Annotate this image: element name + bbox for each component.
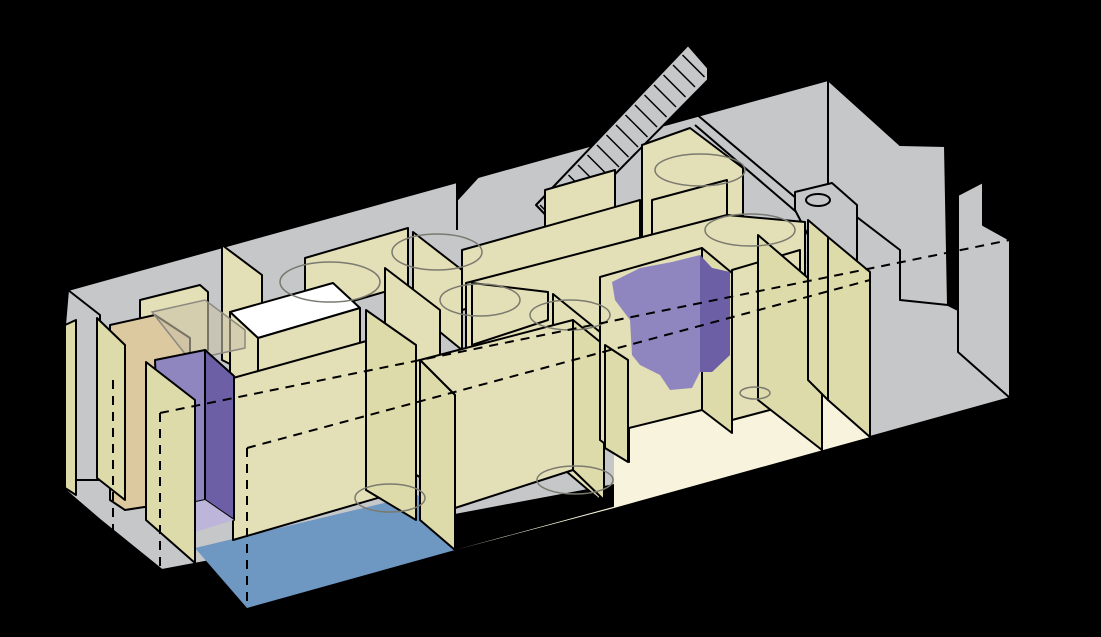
wall-panel-side [419,359,456,551]
stair-step [624,114,649,138]
wall-panel-side [145,361,196,564]
section-cut-line [159,239,1011,414]
sink-basin [805,193,831,207]
wall-panel-side [365,309,417,521]
stair-step [605,134,630,158]
stair-step [672,64,696,88]
handrail [694,124,809,223]
wall-panel-side [604,344,629,463]
stair-step [596,144,620,168]
purple-panel-side [204,349,235,521]
wall-panel-side [572,319,605,501]
wall-edge [957,310,1011,399]
section-cut-line [246,279,871,449]
stair-step [643,94,668,118]
stair-step [681,54,706,78]
stair-step [615,124,639,148]
wall-panel-side [807,219,829,401]
wall-panel-side [96,317,126,501]
wall-panel-side [64,319,77,496]
floor-blue [195,495,455,608]
stair-step [653,84,677,108]
partition-panel [471,282,549,346]
stair-step [634,104,658,128]
purple-region-shade [700,255,730,372]
translucent-box [150,299,246,361]
stair-step [662,74,687,98]
wall-edge [827,80,949,306]
